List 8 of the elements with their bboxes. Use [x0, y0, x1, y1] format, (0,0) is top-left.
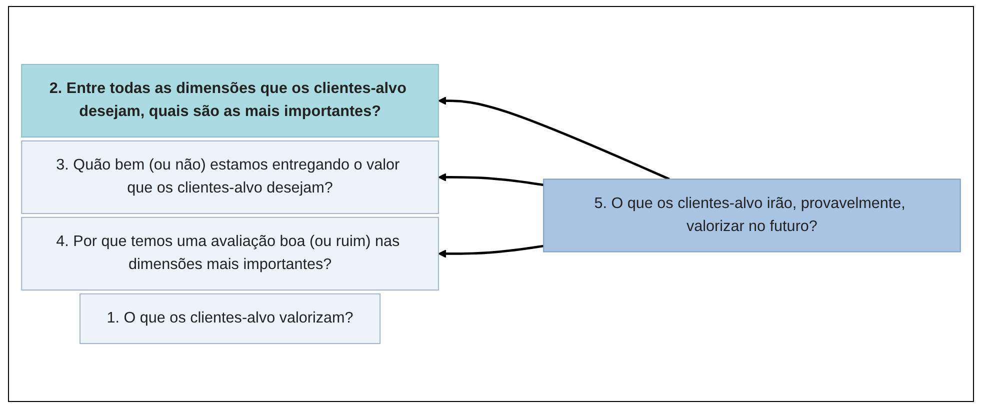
node-box: 3. Quão bem (ou não) estamos entregando o valor que os clientes-alvo desejam? — [21, 140, 439, 214]
node-box: 5. O que os clientes-alvo irão, provavelmente, valorizar no futuro? — [543, 178, 961, 252]
arrow — [438, 244, 544, 258]
arrow — [438, 96, 670, 180]
node-box: 1. O que os clientes-alvo valorizam? — [80, 293, 381, 344]
node-box: 2. Entre todas as dimensões que os clientes-alvo desejam, quais são as mais importantes? — [21, 64, 439, 138]
node-box: 4. Por que temos uma avaliação boa (ou ruim) nas dimensões mais importantes? — [21, 216, 439, 290]
arrow — [438, 173, 544, 186]
